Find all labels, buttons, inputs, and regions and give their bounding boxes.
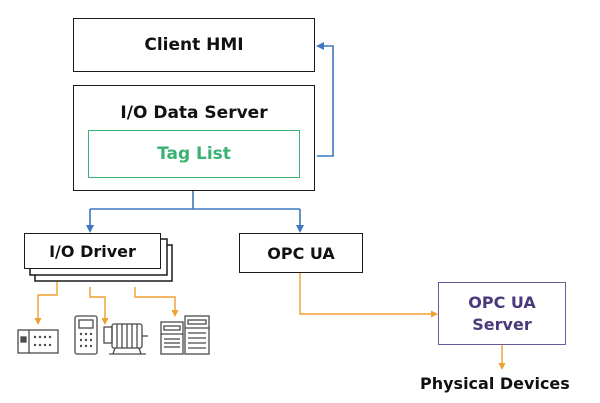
opc-ua-server-label: OPC UA Server: [468, 292, 536, 334]
io-driver-box: I/O Driver: [24, 233, 161, 269]
drive-icon: [74, 315, 98, 355]
io-driver-label: I/O Driver: [49, 241, 136, 261]
opc-ua-server-box: OPC UA Server: [438, 282, 566, 345]
opc-ua-box: OPC UA: [239, 233, 363, 273]
tag-list-box: Tag List: [88, 130, 300, 178]
client-hmi-box: Client HMI: [73, 18, 315, 72]
opc-ua-label: OPC UA: [267, 243, 335, 263]
plc-rack-icon: [160, 315, 210, 355]
tag-list-label: Tag List: [157, 144, 231, 164]
arrow-to-io-module: [34, 281, 58, 325]
arrow-to-plc-rack: [134, 287, 179, 317]
orange-connectors: [34, 273, 506, 370]
io-module-icon: [17, 329, 59, 354]
blue-connectors: [86, 42, 334, 233]
physical-devices-label: Physical Devices: [420, 374, 570, 393]
motor-icon: [103, 323, 148, 355]
arrow-to-opc-ua-server: [299, 273, 438, 318]
arrow-to-drive: [89, 287, 109, 325]
client-hmi-label: Client HMI: [144, 35, 244, 55]
io-data-server-label: I/O Data Server: [120, 103, 268, 123]
feedback-arrow: [316, 42, 334, 157]
